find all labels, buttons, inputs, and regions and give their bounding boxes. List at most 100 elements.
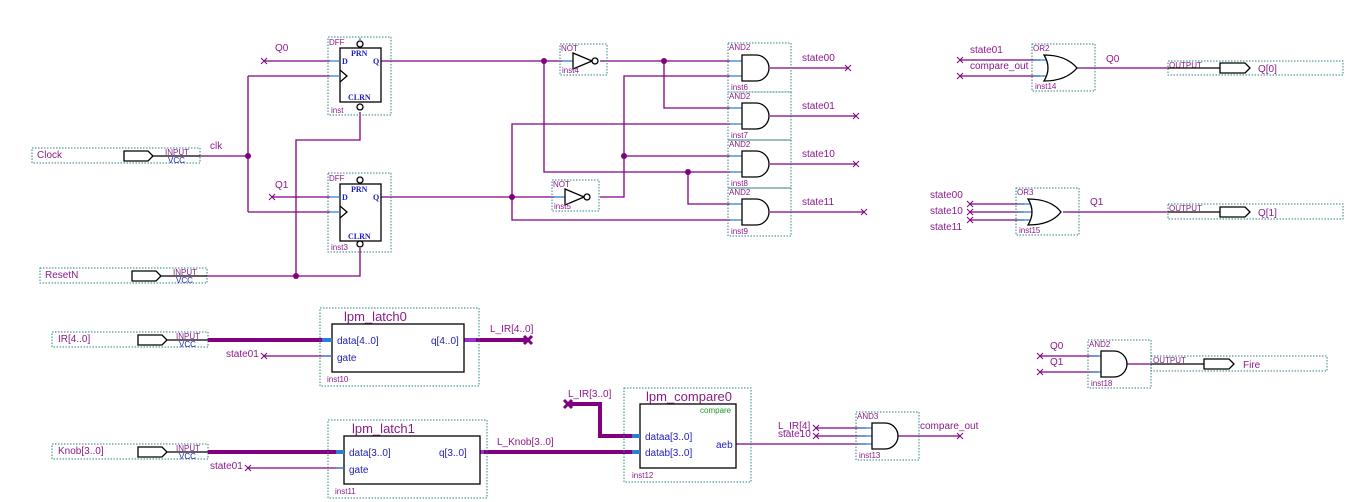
net-label-compare-out: compare_out: [970, 61, 1029, 72]
unconnected-markers: [244, 56, 1044, 472]
and-gate-inst6[interactable]: AND2 inst6: [727, 42, 792, 93]
net-label-q1: Q1: [1090, 197, 1104, 208]
and-gate-inst9[interactable]: AND2 inst9: [727, 187, 792, 237]
input-pin-ir[interactable]: IR[4..0] INPUT VCC: [51, 331, 209, 349]
junctions: [245, 58, 691, 279]
gate-type: NOT: [561, 44, 578, 53]
inst-label: inst4: [562, 66, 579, 75]
input-pin-resetn[interactable]: ResetN INPUT VCC: [39, 267, 208, 285]
gate-type: OR3: [1017, 188, 1034, 197]
net-label-state11: state11: [802, 197, 834, 208]
lpm-latch0[interactable]: lpm_latch0 data[4..0] gate q[4..0] inst1…: [319, 307, 480, 387]
inst-label: inst18: [1091, 379, 1113, 388]
pin-name: Clock: [37, 150, 63, 161]
inst-label: inst6: [731, 83, 748, 92]
inst-label: inst13: [859, 451, 881, 460]
pin-prn: PRN: [351, 49, 368, 58]
dff-type: DFF: [329, 174, 345, 183]
inst-label: inst10: [327, 375, 349, 384]
wires: [200, 59, 1168, 469]
port-gate: gate: [337, 353, 357, 364]
gate-type: NOT: [553, 180, 570, 189]
net-label-l-ir: L_IR[4..0]: [490, 324, 534, 335]
net-label-state10: state10: [778, 429, 811, 440]
lpm-latch1[interactable]: lpm_latch1 data[3..0] gate q[3..0] inst1…: [327, 419, 488, 499]
input-pin-clock[interactable]: Clock INPUT VCC: [31, 147, 201, 165]
pin-type: OUTPUT: [1153, 356, 1186, 365]
net-label-q0: Q0: [1050, 341, 1064, 352]
pin-type: OUTPUT: [1169, 204, 1202, 213]
pin-type: INPUT: [165, 148, 189, 157]
inst-label: inst15: [1019, 226, 1041, 235]
pin-default: VCC: [179, 452, 196, 461]
inst-label: inst9: [731, 227, 748, 236]
output-pin-q1[interactable]: OUTPUT Q[1]: [1167, 203, 1344, 220]
gate-type: AND2: [729, 92, 751, 101]
inst-label: inst14: [1035, 82, 1057, 91]
net-label-state01: state01: [970, 45, 1003, 56]
pin-d: D: [342, 57, 348, 66]
port-aeb: aeb: [716, 440, 733, 451]
pin-default: VCC: [168, 156, 185, 165]
output-pin-q0[interactable]: OUTPUT Q[0]: [1167, 60, 1344, 76]
block-title: lpm_latch0: [344, 309, 407, 324]
block-title: lpm_latch1: [352, 421, 415, 436]
or-gate-inst15[interactable]: OR3 inst15: [1015, 187, 1080, 236]
pin-name: ResetN: [45, 270, 78, 281]
port-datab: datab[3..0]: [645, 448, 692, 459]
inst-label: inst5: [554, 202, 571, 211]
net-label-l-ir-low: L_IR[3..0]: [568, 389, 612, 400]
gate-type: AND2: [729, 140, 751, 149]
pin-clrn: CLRN: [348, 93, 371, 102]
pin-type: INPUT: [173, 268, 197, 277]
net-labels: clk Q0 Q1 state00 state01 state10 state1…: [210, 43, 1120, 472]
net-label-state01: state01: [226, 349, 259, 360]
or-gate-inst14[interactable]: OR2 inst14: [1031, 43, 1096, 92]
pin-clrn: CLRN: [348, 232, 371, 241]
inst-label: inst8: [731, 179, 748, 188]
output-pin-fire[interactable]: OUTPUT Fire: [1150, 355, 1328, 372]
net-label-state00: state00: [802, 53, 835, 64]
pin-d: D: [342, 193, 348, 202]
net-label-q0: Q0: [1106, 54, 1120, 65]
dff-inst3[interactable]: DFF PRN D Q CLRN inst3: [327, 172, 392, 253]
pin-default: VCC: [176, 276, 193, 285]
net-label-state11: state11: [930, 222, 962, 233]
and-gate-inst13[interactable]: AND3 inst13: [855, 411, 920, 461]
net-label-clk: clk: [210, 141, 223, 152]
dff-type: DFF: [329, 38, 345, 47]
port-data: data[3..0]: [349, 448, 391, 459]
pin-prn: PRN: [351, 185, 368, 194]
net-label-state01: state01: [210, 461, 243, 472]
net-label-q1: Q1: [275, 180, 289, 191]
gate-type: AND2: [1089, 340, 1111, 349]
port-q: q[3..0]: [439, 448, 467, 459]
gate-type: AND2: [729, 188, 751, 197]
not-gate-inst4[interactable]: NOT inst4: [559, 43, 608, 76]
port-q: q[4..0]: [431, 336, 459, 347]
net-label-q1: Q1: [1050, 357, 1064, 368]
and-gate-inst7[interactable]: AND2 inst7: [727, 91, 792, 141]
pin-name: IR[4..0]: [58, 334, 90, 345]
port-gate: gate: [349, 465, 369, 476]
pin-type: OUTPUT: [1169, 61, 1202, 70]
net-label-q0: Q0: [275, 43, 289, 54]
not-gate-inst5[interactable]: NOT inst5: [551, 179, 600, 212]
net-label-state10: state10: [802, 149, 835, 160]
pin-q: Q: [373, 193, 379, 202]
dff-inst[interactable]: DFF PRN D Q CLRN inst: [327, 36, 392, 116]
gate-type: AND3: [857, 412, 879, 421]
net-label-l-knob: L_Knob[3..0]: [497, 437, 554, 448]
net-label-l-ir4: L_IR[4]: [778, 421, 810, 432]
input-pin-knob[interactable]: Knob[3..0] INPUT VCC: [51, 443, 209, 461]
pin-default: VCC: [179, 340, 196, 349]
gate-type: AND2: [729, 43, 751, 52]
pin-name: Q[1]: [1258, 208, 1277, 219]
pin-q: Q: [373, 57, 379, 66]
net-label-state00: state00: [930, 190, 963, 201]
lpm-compare0[interactable]: lpm_compare0 compare dataa[3..0] datab[3…: [623, 387, 752, 483]
inst-label: inst11: [335, 487, 356, 496]
port-data: data[4..0]: [337, 336, 379, 347]
block-tag: compare: [700, 406, 732, 415]
